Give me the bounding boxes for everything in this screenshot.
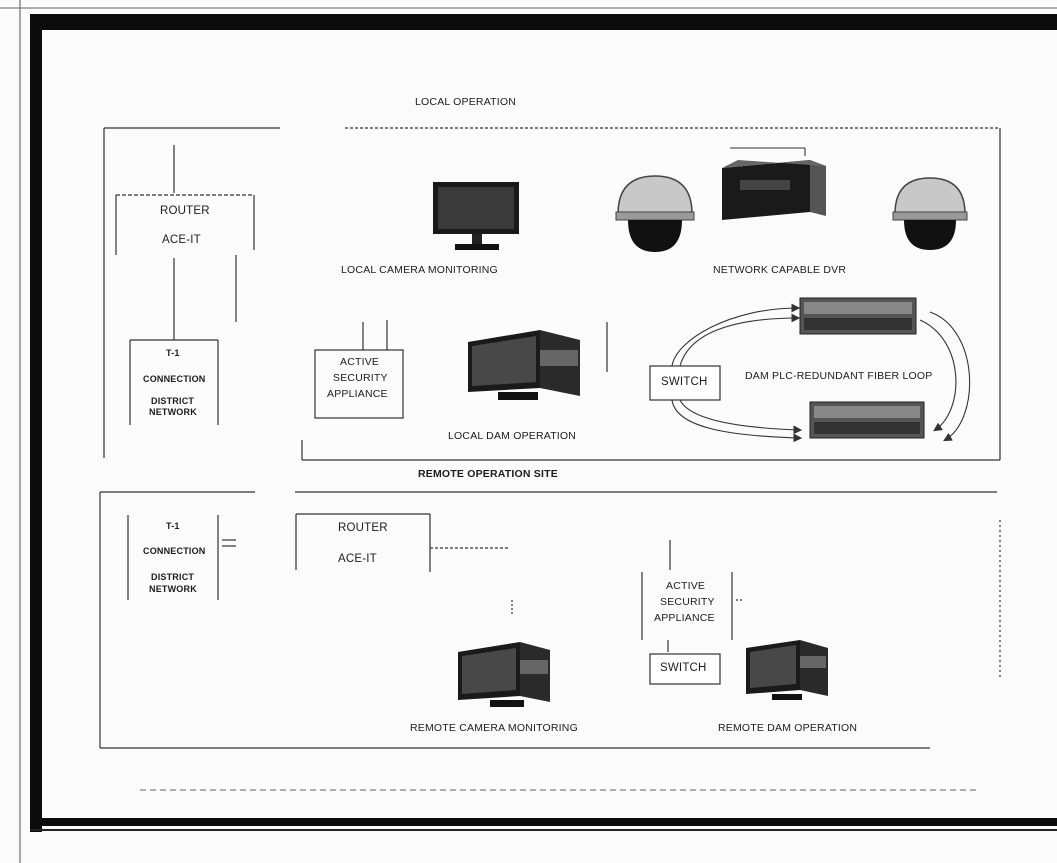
plc-loop-label: DAM PLC-REDUNDANT FIBER LOOP xyxy=(745,370,933,382)
remote-dam-operation-label: REMOTE DAM OPERATION xyxy=(718,722,858,734)
remote-t1-label: T-1 xyxy=(166,521,180,531)
local-t1-label: T-1 xyxy=(166,348,180,358)
local-section-frame xyxy=(103,127,1001,461)
remote-security-line2: SECURITY xyxy=(660,596,715,608)
computer-icon xyxy=(468,330,580,400)
remote-camera-monitoring-label: REMOTE CAMERA MONITORING xyxy=(410,722,578,734)
local-camera-monitoring-label: LOCAL CAMERA MONITORING xyxy=(341,264,498,276)
local-t1-district: DISTRICT xyxy=(151,396,195,406)
fiber-loop xyxy=(671,303,971,443)
remote-switch-label: SWITCH xyxy=(660,662,707,674)
plc-icon xyxy=(809,401,925,439)
computer-icon xyxy=(458,642,550,707)
switch-box xyxy=(649,365,721,401)
local-security-box xyxy=(314,320,608,419)
local-router-label: ROUTER xyxy=(160,205,210,217)
dome-camera-icon xyxy=(615,175,695,252)
local-dam-operation-label: LOCAL DAM OPERATION xyxy=(448,430,577,442)
local-t1-connection: CONNECTION xyxy=(143,374,206,384)
plc-icon xyxy=(799,297,917,335)
local-security-line2: SECURITY xyxy=(333,372,388,384)
dome-camera-icon xyxy=(892,177,968,250)
local-operation-title: LOCAL OPERATION xyxy=(415,96,517,108)
network-dvr-label: NETWORK CAPABLE DVR xyxy=(713,264,847,276)
local-switch-label: SWITCH xyxy=(661,376,708,388)
local-router-sublabel: ACE-IT xyxy=(162,234,201,246)
remote-t1-district: DISTRICT xyxy=(151,572,195,582)
monitor-icon xyxy=(433,182,519,250)
remote-router-label: ROUTER xyxy=(338,522,388,534)
remote-security-line1: ACTIVE xyxy=(666,580,706,592)
local-router-box xyxy=(115,145,255,425)
remote-router-box xyxy=(295,513,508,572)
remote-router-sublabel: ACE-IT xyxy=(338,553,377,565)
remote-section-frame xyxy=(99,491,1001,749)
remote-operation-title: REMOTE OPERATION SITE xyxy=(418,468,558,480)
local-security-line1: ACTIVE xyxy=(340,356,380,368)
local-security-line3: APPLIANCE xyxy=(327,388,388,400)
computer-icon xyxy=(746,640,828,700)
remote-t1-network: NETWORK xyxy=(149,584,197,594)
dvr-icon xyxy=(722,160,826,220)
remote-t1-connection: CONNECTION xyxy=(143,546,206,556)
remote-security-box xyxy=(511,540,744,685)
remote-t1-box xyxy=(127,515,236,600)
remote-security-line3: APPLIANCE xyxy=(654,612,715,624)
local-t1-network: NETWORK xyxy=(149,407,197,417)
